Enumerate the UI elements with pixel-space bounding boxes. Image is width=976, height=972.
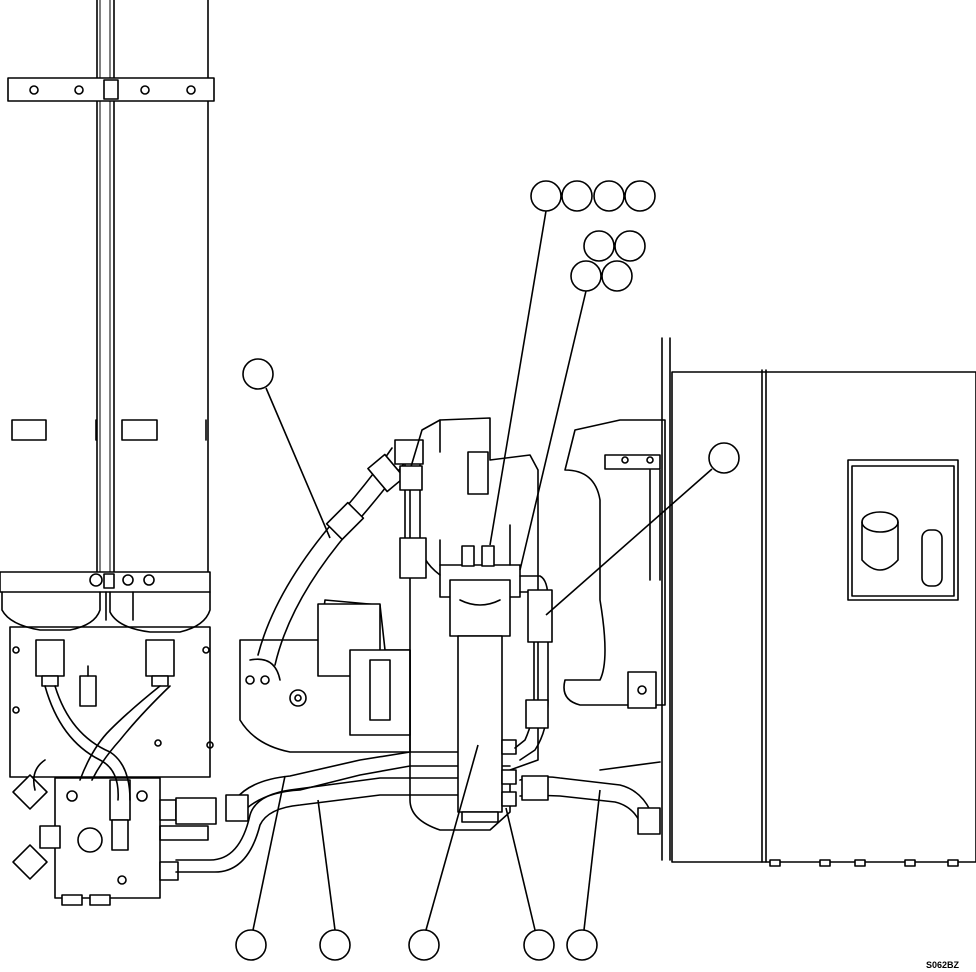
callout-bottom-5 [566, 929, 598, 961]
lower-right-hose [519, 761, 661, 835]
leader-mid [519, 290, 587, 571]
filter-housing [399, 417, 539, 831]
callout-top-4 [624, 180, 656, 212]
callout-mid-4 [601, 260, 633, 292]
figure-code: S062BZ [926, 960, 960, 970]
leader-right-hose [545, 468, 713, 616]
leader-top [489, 210, 547, 546]
callout-bottom-1 [235, 929, 267, 961]
left-base-assembly [1, 591, 214, 778]
callout-bottom-4 [523, 929, 555, 961]
callout-mid-2 [614, 230, 646, 262]
leader-left-hose [265, 387, 331, 539]
callouts [235, 180, 740, 961]
callout-mid-3 [570, 260, 602, 292]
vertical-column [0, 0, 215, 593]
callout-right-hose [708, 442, 740, 474]
valve-block [12, 774, 217, 906]
right-tank [661, 337, 976, 867]
callout-bottom-3 [408, 929, 440, 961]
callout-top-1 [530, 180, 562, 212]
right-bracket [563, 419, 666, 709]
callout-left-hose [242, 358, 274, 390]
right-vertical-hose [514, 575, 553, 761]
callout-top-3 [593, 180, 625, 212]
callout-top-2 [561, 180, 593, 212]
callout-bottom-2 [319, 929, 351, 961]
left-hoses [32, 685, 171, 801]
pump-body [239, 599, 411, 753]
callout-mid-1 [583, 230, 615, 262]
